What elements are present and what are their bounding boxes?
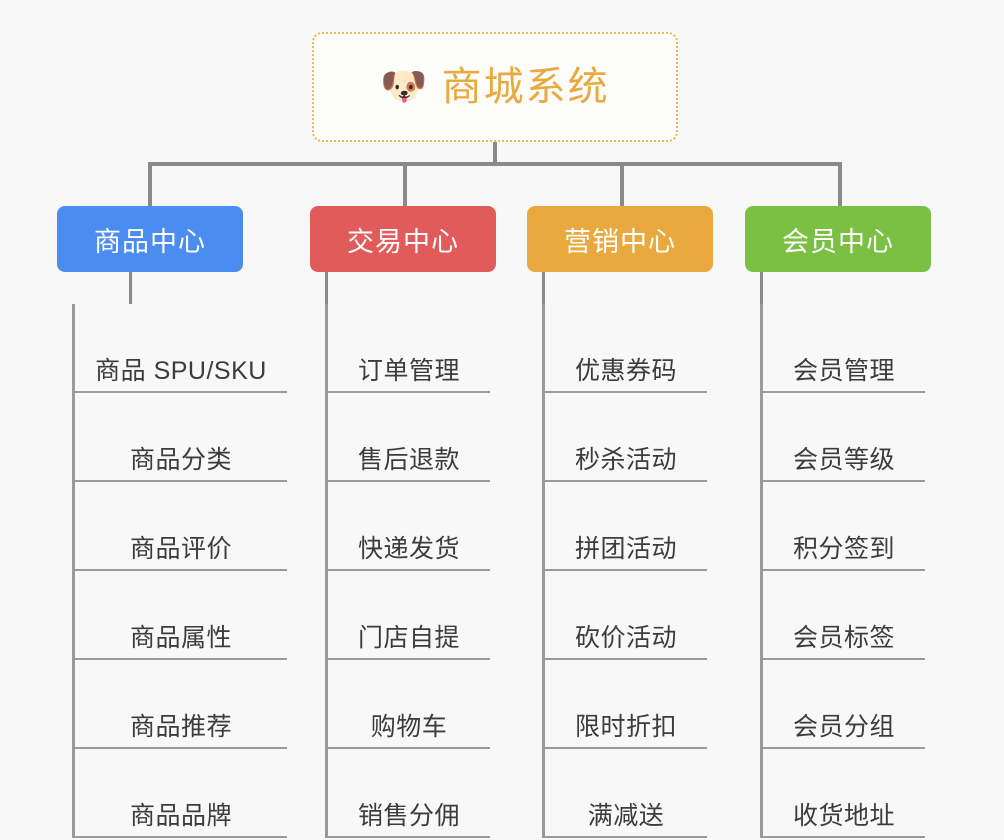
branch-header-3[interactable]: 营销中心 [527,206,713,272]
branch-item-label: 满减送 [587,801,665,830]
branch-item[interactable]: 售后退款 [328,393,490,482]
shiba-dog-face-icon: 🐶 [380,66,428,108]
branch-item[interactable]: 商品分类 [75,393,287,482]
branch-item[interactable]: 商品属性 [75,571,287,660]
branch-item[interactable]: 满减送 [545,749,707,838]
branch-item-label: 会员等级 [792,445,895,474]
branch-item-label: 拼团活动 [574,534,677,563]
branch-item[interactable]: 会员分组 [763,660,925,749]
branch-item-label: 商品品牌 [129,801,232,830]
branch-item[interactable]: 收货地址 [763,749,925,838]
branch-item[interactable]: 商品评价 [75,482,287,571]
branch-stem-4 [760,272,763,304]
branch-header-4[interactable]: 会员中心 [745,206,931,272]
branch-item[interactable]: 砍价活动 [545,571,707,660]
root-node-mall-system[interactable]: 🐶 商城系统 [312,32,678,142]
branch-stem-1 [129,272,132,304]
branch-item[interactable]: 订单管理 [328,304,490,393]
branch-item-list-4: 会员管理会员等级积分签到会员标签会员分组收货地址 [760,304,925,838]
branch-item-label: 会员分组 [792,712,895,741]
branch-item-label: 砍价活动 [574,623,677,652]
branch-item-label: 限时折扣 [574,712,677,741]
branch-stem-3 [542,272,545,304]
branch-item[interactable]: 销售分佣 [328,749,490,838]
branch-item-label: 订单管理 [357,356,460,385]
connector-drop-2 [403,162,407,206]
branch-item[interactable]: 会员管理 [763,304,925,393]
branch-item[interactable]: 购物车 [328,660,490,749]
branch-item-label: 商品属性 [129,623,232,652]
branch-column-1: 商品中心 商品 SPU/SKU 商品分类商品评价商品属性商品推荐商品品牌 [57,206,287,838]
branch-column-4: 会员中心 会员管理会员等级积分签到会员标签会员分组收货地址 [745,206,931,838]
branch-item[interactable]: 快递发货 [328,482,490,571]
branch-item[interactable]: 商品 SPU/SKU [75,304,287,393]
connector-horizontal-bar [148,162,842,166]
branch-item-label: 优惠券码 [574,356,677,385]
root-title: 商城系统 [441,65,610,109]
branch-item[interactable]: 拼团活动 [545,482,707,571]
connector-stem [493,142,497,164]
branch-item-list-1: 商品 SPU/SKU 商品分类商品评价商品属性商品推荐商品品牌 [72,304,287,838]
branch-item[interactable]: 限时折扣 [545,660,707,749]
branch-header-1[interactable]: 商品中心 [57,206,243,272]
branch-item-label: 会员管理 [792,356,895,385]
branch-item[interactable]: 会员标签 [763,571,925,660]
branch-item-label: 会员标签 [792,623,895,652]
branch-item-list-3: 优惠券码秒杀活动拼团活动砍价活动限时折扣满减送 [542,304,707,838]
branch-item-list-2: 订单管理售后退款快递发货门店自提购物车销售分佣 [325,304,490,838]
branch-item-label: 商品评价 [129,534,232,563]
branch-item[interactable]: 会员等级 [763,393,925,482]
branch-item-label: 秒杀活动 [574,445,677,474]
branch-item-label: 商品分类 [129,445,232,474]
branch-item-label: 快递发货 [357,534,460,563]
branch-header-2[interactable]: 交易中心 [310,206,496,272]
branch-item[interactable]: 秒杀活动 [545,393,707,482]
branch-item-label: 商品推荐 [129,712,232,741]
branch-item[interactable]: 商品推荐 [75,660,287,749]
connector-drop-1 [148,162,152,206]
branch-item[interactable]: 商品品牌 [75,749,287,838]
branch-column-3: 营销中心 优惠券码秒杀活动拼团活动砍价活动限时折扣满减送 [527,206,713,838]
branch-item[interactable]: 优惠券码 [545,304,707,393]
branch-item-label: 积分签到 [792,534,895,563]
branch-item-label: 购物车 [370,712,448,741]
branch-item-label: 商品 SPU/SKU [95,356,267,385]
branch-item-label: 销售分佣 [357,801,460,830]
branch-item-label: 收货地址 [792,801,895,830]
branch-item-label: 门店自提 [357,623,460,652]
branch-column-2: 交易中心 订单管理售后退款快递发货门店自提购物车销售分佣 [310,206,496,838]
branch-stem-2 [325,272,328,304]
branch-item-label: 售后退款 [357,445,460,474]
connector-drop-4 [838,162,842,206]
branch-item[interactable]: 门店自提 [328,571,490,660]
branch-item[interactable]: 积分签到 [763,482,925,571]
connector-drop-3 [620,162,624,206]
